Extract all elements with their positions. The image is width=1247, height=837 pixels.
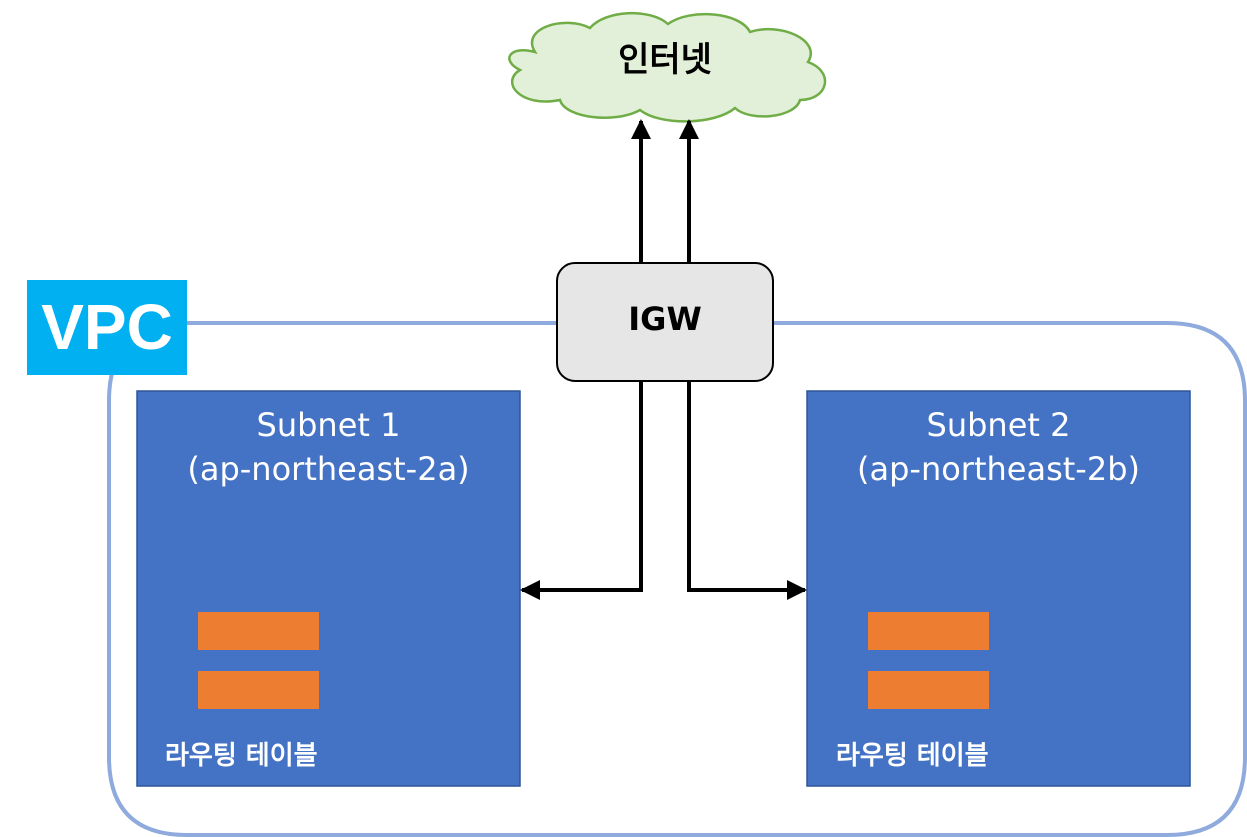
internet-cloud [508,12,827,123]
subnet-2-box [806,390,1191,787]
subnet-2-name: Subnet 2 [926,406,1071,444]
subnet-1-box [136,390,521,787]
vpc-label: VPC [27,280,187,375]
route-table-1-label: 라우팅 테이블 [165,741,318,771]
igw-box [556,262,774,382]
arrow-igw-to-subnet-2 [687,381,807,600]
internet-label: 인터넷 [618,40,712,80]
route-table-2-bar-top [868,612,989,650]
subnet-2-zone: (ap-northeast-2b) [856,450,1140,488]
igw-label: IGW [628,300,702,338]
subnet-1-title: Subnet 1 (ap-northeast-2a) [137,403,520,491]
subnet-1-name: Subnet 1 [256,406,401,444]
route-table-2-bar-bottom [868,671,989,709]
arrow-igw-to-subnet-1 [520,381,643,600]
route-table-1-bar-top [198,612,319,650]
route-table-1-bar-bottom [198,671,319,709]
route-table-2-label: 라우팅 테이블 [836,741,989,771]
subnet-1-zone: (ap-northeast-2a) [187,450,470,488]
subnet-2-title: Subnet 2 (ap-northeast-2b) [807,403,1190,491]
